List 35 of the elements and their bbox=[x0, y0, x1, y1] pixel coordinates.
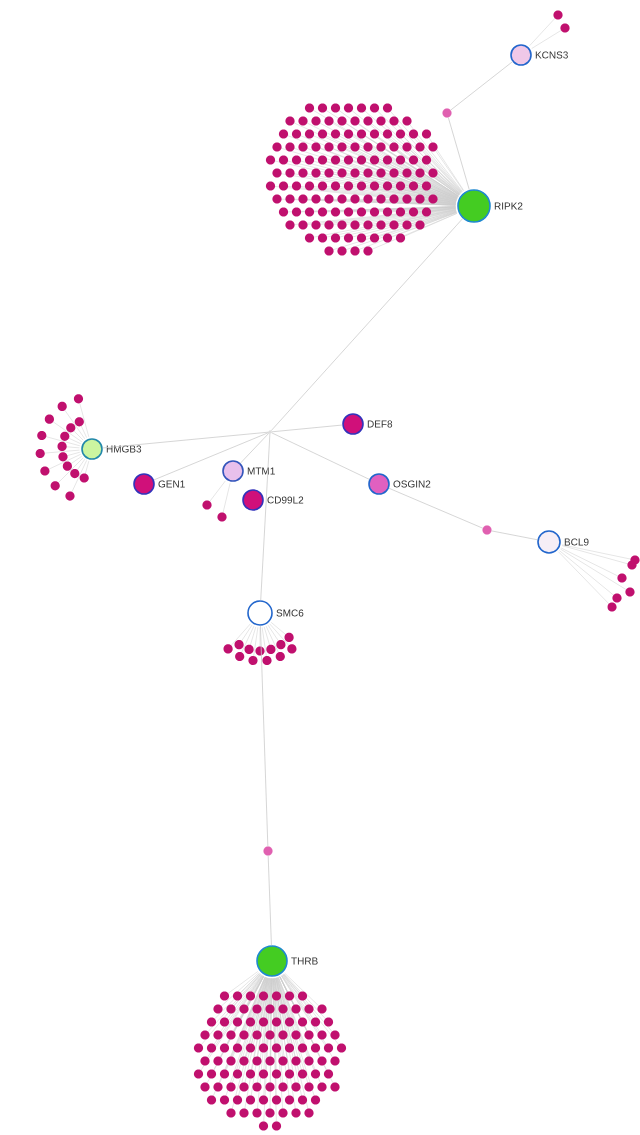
edge-line bbox=[447, 117, 470, 191]
node-label: OSGIN2 bbox=[393, 480, 431, 488]
edge-line bbox=[267, 855, 272, 946]
gene-node: GEN1 bbox=[133, 473, 185, 495]
node-label: DEF8 bbox=[367, 420, 393, 428]
node-label: RIPK2 bbox=[494, 202, 523, 210]
node-label: MTM1 bbox=[247, 467, 275, 475]
gene-node: HMGB3 bbox=[81, 438, 142, 460]
gene-node: MTM1 bbox=[222, 460, 275, 482]
node-label: HMGB3 bbox=[106, 445, 142, 453]
edge-line bbox=[153, 432, 269, 481]
edge-line bbox=[491, 530, 538, 541]
edge-line bbox=[270, 218, 464, 432]
gene-node: SMC6 bbox=[247, 600, 304, 626]
edge-line bbox=[450, 61, 513, 111]
edge-line bbox=[240, 432, 270, 464]
gene-node: KCNS3 bbox=[510, 44, 568, 66]
node-label: CD99L2 bbox=[267, 496, 304, 504]
node-label: GEN1 bbox=[158, 480, 185, 488]
gene-node: OSGIN2 bbox=[368, 473, 431, 495]
gene-node: THRB bbox=[256, 945, 318, 977]
edge-line bbox=[271, 424, 343, 433]
node-label: THRB bbox=[291, 957, 318, 965]
gene-node: DEF8 bbox=[342, 413, 393, 435]
gene-node: BCL9 bbox=[537, 530, 589, 554]
edge-line bbox=[102, 431, 269, 449]
gene-node: CD99L2 bbox=[242, 489, 304, 511]
edge-line bbox=[271, 432, 370, 480]
node-label: BCL9 bbox=[564, 538, 589, 546]
edge-line bbox=[260, 433, 271, 601]
node-label: KCNS3 bbox=[535, 51, 568, 59]
edge-line bbox=[260, 625, 269, 847]
edge-line bbox=[388, 487, 484, 529]
node-label: SMC6 bbox=[276, 609, 304, 617]
gene-node: RIPK2 bbox=[457, 189, 523, 223]
